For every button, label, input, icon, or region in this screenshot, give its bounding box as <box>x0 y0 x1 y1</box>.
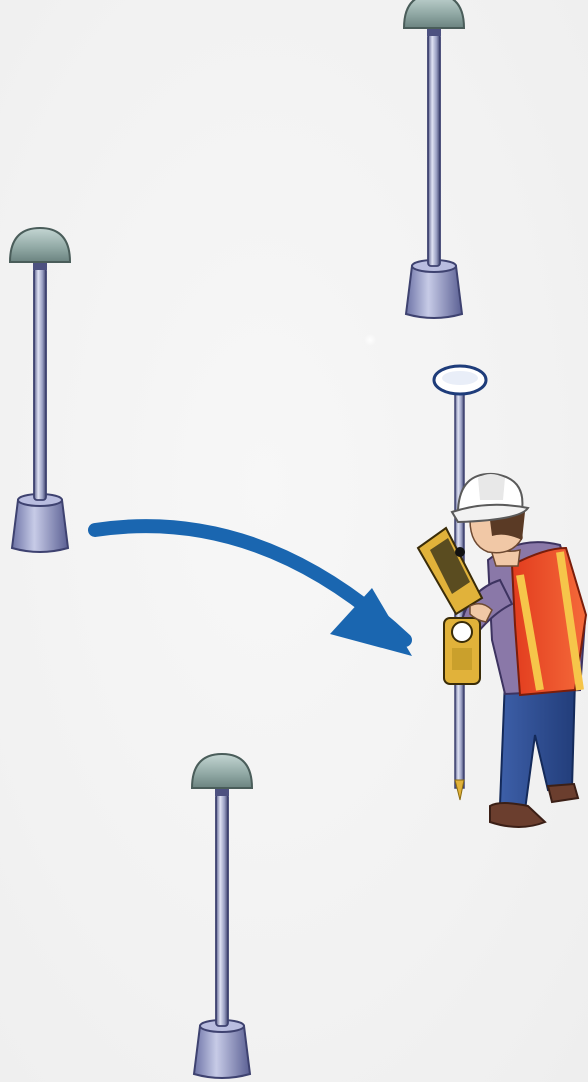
receiver-icon <box>444 618 480 684</box>
controller-icon <box>418 528 482 614</box>
rover-surveyor <box>364 334 586 827</box>
movement-arrow <box>95 526 412 656</box>
base-station <box>10 228 70 552</box>
rover-antenna-icon <box>434 366 486 394</box>
base-station <box>192 754 252 1078</box>
base-station <box>404 0 464 318</box>
